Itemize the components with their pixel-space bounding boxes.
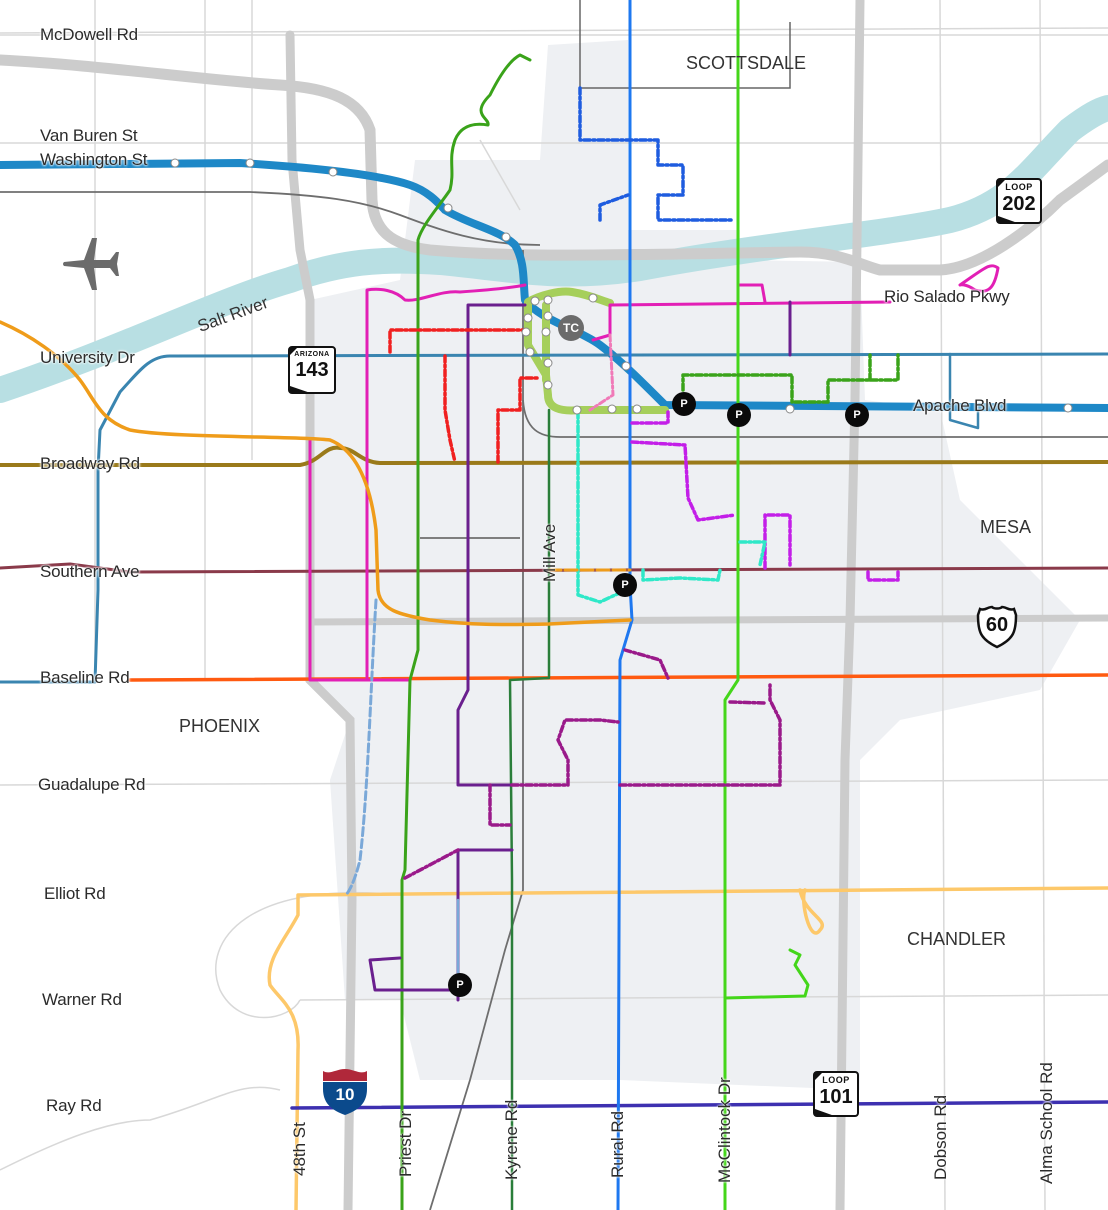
street-label-guadalupe: Guadalupe Rd — [38, 775, 146, 794]
route-mcclintock — [723, 0, 810, 1210]
street-label-mcdowell: McDowell Rd — [40, 25, 138, 44]
city-label-scottsdale: SCOTTSDALE — [686, 53, 807, 73]
park-and-ride-icon: P — [448, 973, 472, 997]
highway-shield-loop-101: LOOP 101 — [813, 1071, 859, 1117]
street-label-southern: Southern Ave — [40, 562, 140, 581]
transit-center-icon: TC — [558, 315, 584, 341]
highway-shield-us-60: 60 — [976, 605, 1018, 649]
route-red-dotted — [388, 328, 542, 464]
route-priest-green — [400, 53, 532, 1210]
shield-number: 143 — [295, 359, 329, 381]
park-and-ride-icon: P — [613, 573, 637, 597]
route-teal-dotted — [576, 410, 767, 604]
tempe-city-area — [310, 40, 1080, 1090]
railroad — [0, 191, 1108, 1210]
route-ray — [290, 1100, 1108, 1110]
route-rural-blue — [616, 0, 634, 1210]
shield-number: 10 — [335, 1085, 355, 1104]
city-label-mesa: MESA — [980, 517, 1032, 537]
street-label-rural: Rural Rd — [608, 1110, 627, 1178]
route-green-dotted — [681, 353, 900, 404]
route-elliot — [267, 886, 1108, 1210]
park-and-ride-icon: P — [845, 403, 869, 427]
route-rio-salado — [308, 264, 1000, 682]
shield-top-text: LOOP — [1005, 182, 1033, 192]
street-label-kyrene: Kyrene Rd — [502, 1099, 521, 1180]
shield-top-text: ARIZONA — [294, 351, 330, 358]
street-label-broadway: Broadway Rd — [40, 454, 140, 473]
street-label-alma-school: Alma School Rd — [1037, 1062, 1056, 1184]
scottsdale-boundary — [579, 0, 791, 89]
route-magenta-dotted — [630, 410, 900, 582]
route-plum-dotted — [403, 648, 782, 880]
shield-number: 60 — [985, 614, 1009, 636]
street-label-van-buren: Van Buren St — [40, 126, 138, 145]
route-teal-blue — [948, 352, 980, 430]
street-label-rio-salado: Rio Salado Pkwy — [884, 287, 1010, 306]
highway-shield-loop-202: LOOP 202 — [996, 178, 1042, 224]
city-label-phoenix: PHOENIX — [179, 716, 261, 736]
street-label-baseline: Baseline Rd — [40, 668, 130, 687]
street-label-warner: Warner Rd — [42, 990, 122, 1009]
light-rail-line — [0, 159, 1108, 412]
route-gray-dashed — [344, 598, 378, 897]
highway-shield-i-10: 10 — [320, 1067, 370, 1117]
route-university — [0, 352, 1108, 684]
airport-icon — [62, 234, 122, 299]
street-label-ray: Ray Rd — [46, 1096, 102, 1115]
park-and-ride-icon: P — [727, 403, 751, 427]
park-and-ride-icon: P — [672, 392, 696, 416]
street-label-university: University Dr — [40, 348, 135, 367]
street-label-elliot: Elliot Rd — [44, 884, 106, 903]
shield-number: 101 — [819, 1086, 853, 1108]
city-label-chandler: CHANDLER — [907, 929, 1007, 949]
highway-shield-az-143: ARIZONA 143 — [288, 346, 336, 394]
street-label-washington: Washington St — [40, 150, 148, 169]
street-label-48th: 48th St — [290, 1122, 309, 1176]
shield-top-text: LOOP — [822, 1075, 850, 1085]
street-label-dobson: Dobson Rd — [931, 1094, 950, 1180]
salt-river — [0, 95, 1108, 403]
route-kyrene-darkgreen — [508, 408, 551, 1210]
shield-number: 202 — [1002, 193, 1036, 215]
route-orange-dashed — [0, 320, 632, 627]
street-label-mcclintock: McClintock Dr — [715, 1077, 734, 1183]
route-pink-dotted — [588, 333, 615, 412]
route-blue-dotted — [578, 86, 735, 222]
light-rail-stations — [170, 158, 1073, 415]
street-label-mill: Mill Ave — [540, 523, 559, 582]
street-label-apache: Apache Blvd — [913, 396, 1007, 415]
street-label-priest: Priest Dr — [396, 1110, 415, 1177]
